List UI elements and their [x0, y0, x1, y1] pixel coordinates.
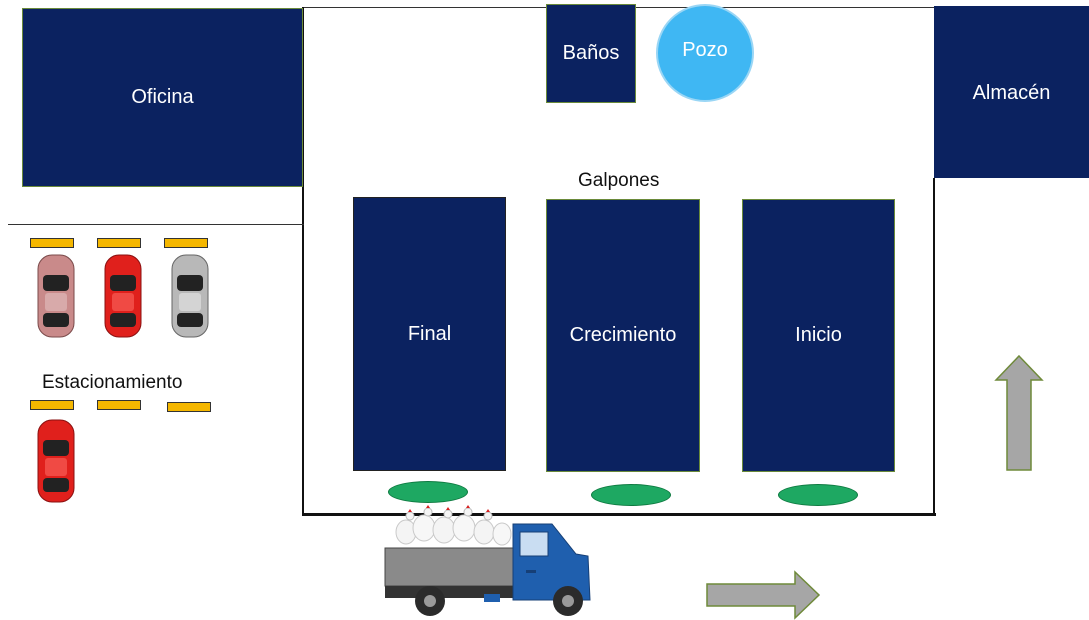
galpon-inicio-label: Inicio [795, 324, 842, 346]
arrow-right-icon [706, 570, 821, 620]
compound-right-wall [933, 178, 935, 516]
compound-bottom-wall [302, 513, 936, 516]
loading-pad-final [388, 481, 468, 503]
almacen-building: Almacén [934, 6, 1089, 178]
galpon-final-label: Final [407, 322, 452, 345]
parking-divider-line [8, 224, 304, 225]
car-icon [104, 254, 142, 338]
parking-bumper [97, 400, 141, 410]
car-icon [37, 254, 75, 338]
pozo-label: Pozo [682, 38, 728, 61]
truck-icon [384, 505, 591, 616]
galpones-title: Galpones [578, 170, 660, 191]
loading-pad-inicio [778, 484, 858, 506]
banos-building: Baños [546, 4, 636, 103]
car-icon [37, 419, 75, 503]
chicken-icon [395, 505, 512, 546]
oficina-building: Oficina [22, 8, 303, 187]
pozo-well: Pozo [656, 4, 754, 102]
galpon-crecimiento-label: Crecimiento [569, 324, 677, 346]
parking-bumper [30, 238, 74, 248]
oficina-label: Oficina [131, 86, 194, 108]
arrow-up-icon [994, 354, 1044, 471]
parking-bumper [97, 238, 141, 248]
almacen-label: Almacén [972, 82, 1051, 104]
estacionamiento-label: Estacionamiento [42, 372, 183, 393]
galpon-inicio: Inicio [742, 199, 895, 472]
car-icon [171, 254, 209, 338]
parking-bumper [30, 400, 74, 410]
banos-label: Baños [562, 42, 620, 64]
parking-bumper [167, 402, 211, 412]
galpon-crecimiento: Crecimiento [546, 199, 700, 472]
compound-left-wall [302, 7, 304, 515]
parking-bumper [164, 238, 208, 248]
loading-pad-crecimiento [591, 484, 671, 506]
galpon-final: Final [353, 197, 506, 471]
